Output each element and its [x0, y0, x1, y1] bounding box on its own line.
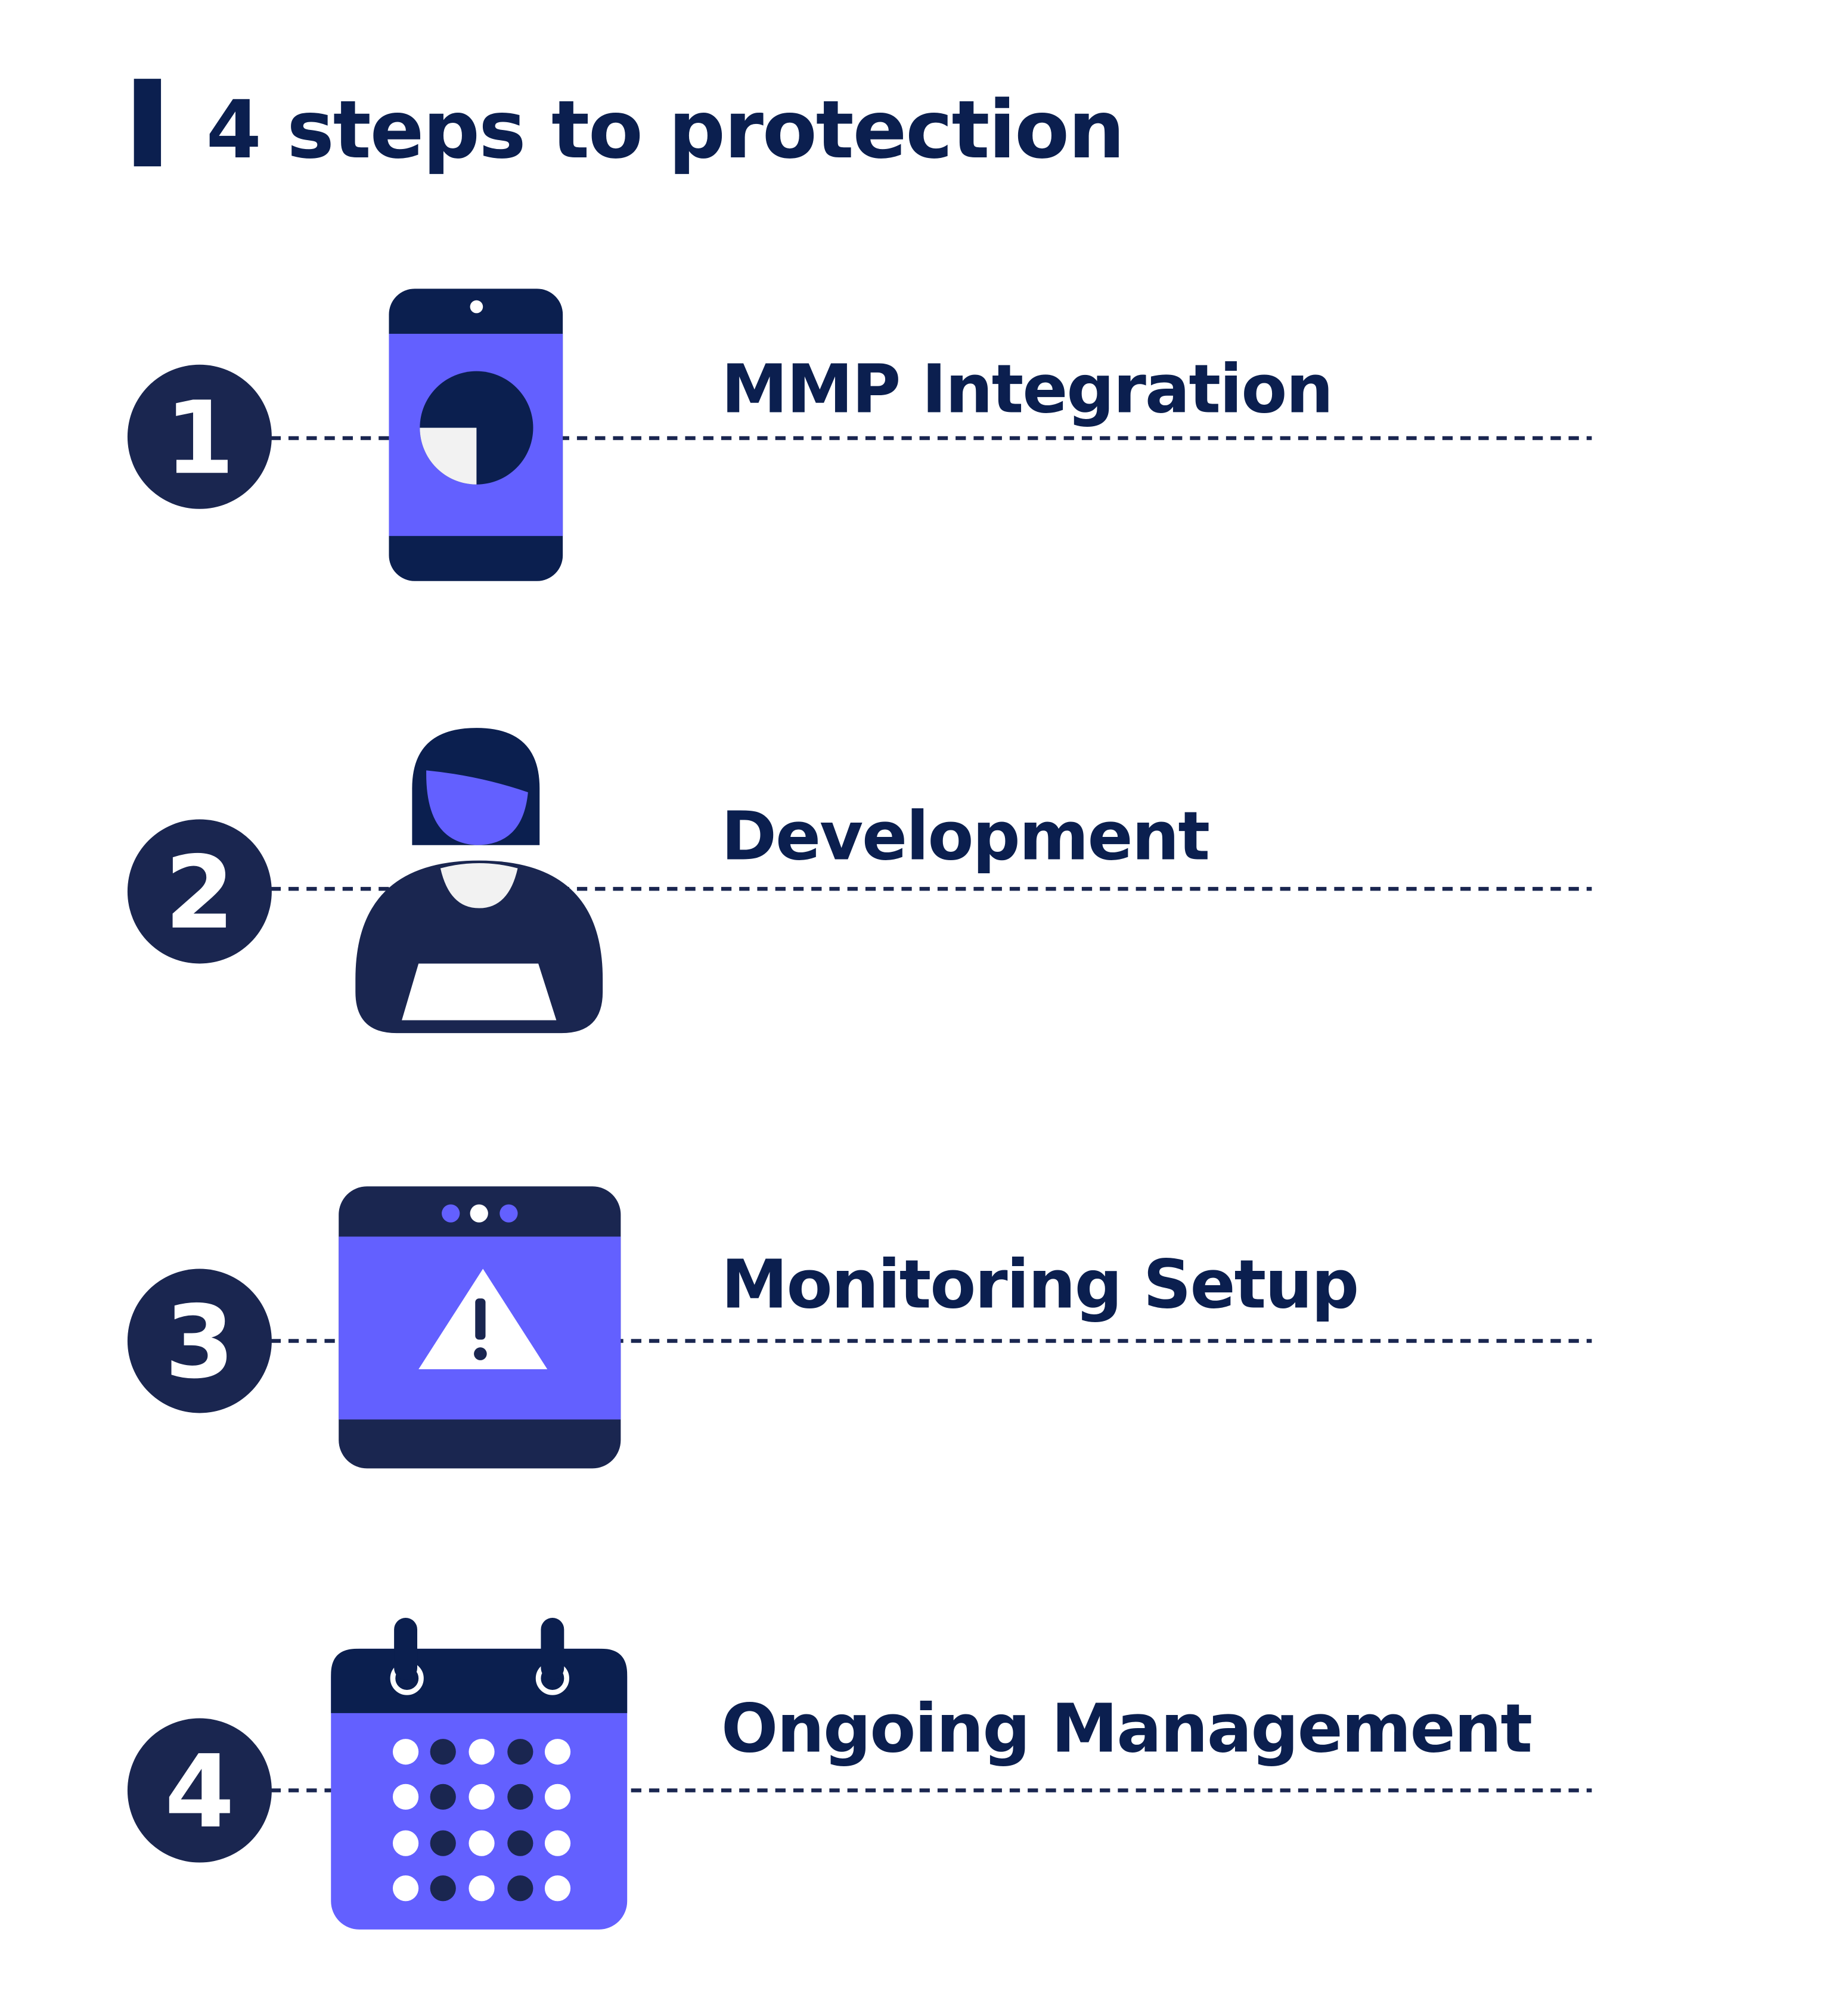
calendar-day-dot [544, 1739, 571, 1765]
svg-text:4: 4 [165, 1733, 234, 1850]
svg-text:1: 1 [165, 380, 234, 497]
step-label-3: Monitoring Setup [721, 1246, 1358, 1323]
calendar-icon [331, 1618, 628, 1930]
calendar-day-dot [430, 1739, 456, 1765]
step-badge-1: 1 [127, 364, 272, 509]
calendar-day-dot [392, 1875, 419, 1902]
step-badge-4: 4 [127, 1718, 272, 1863]
calendar-day-dot [544, 1784, 571, 1810]
step-badge-2: 2 [127, 819, 272, 964]
step-label-2: Development [721, 798, 1209, 875]
step-label-4: Ongoing Management [721, 1691, 1531, 1768]
calendar-day-dot [544, 1830, 571, 1856]
page-title: 4 steps to protection [206, 83, 1124, 176]
calendar-day-dot [507, 1875, 533, 1902]
browser-warning-icon [339, 1186, 621, 1469]
calendar-day-dot [430, 1830, 456, 1856]
svg-text:3: 3 [165, 1284, 234, 1401]
svg-text:2: 2 [165, 835, 234, 951]
calendar-day-dot [469, 1830, 495, 1856]
calendar-day-dot [392, 1784, 419, 1810]
calendar-day-dot [392, 1830, 419, 1856]
calendar-day-dot [430, 1784, 456, 1810]
title-accent-bar [134, 79, 162, 167]
calendar-day-dot [507, 1784, 533, 1810]
calendar-day-dot [469, 1784, 495, 1810]
calendar-day-dot [507, 1739, 533, 1765]
developer-laptop-icon [355, 728, 603, 1034]
calendar-day-dot [469, 1739, 495, 1765]
calendar-day-dot [469, 1875, 495, 1902]
calendar-day-dot [544, 1875, 571, 1902]
calendar-day-dot [392, 1739, 419, 1765]
step-label-1: MMP Integration [721, 351, 1332, 429]
calendar-day-dot [507, 1830, 533, 1856]
smartphone-pie-chart-icon [389, 289, 563, 581]
calendar-day-dot [430, 1875, 456, 1902]
step-badge-3: 3 [127, 1268, 272, 1413]
